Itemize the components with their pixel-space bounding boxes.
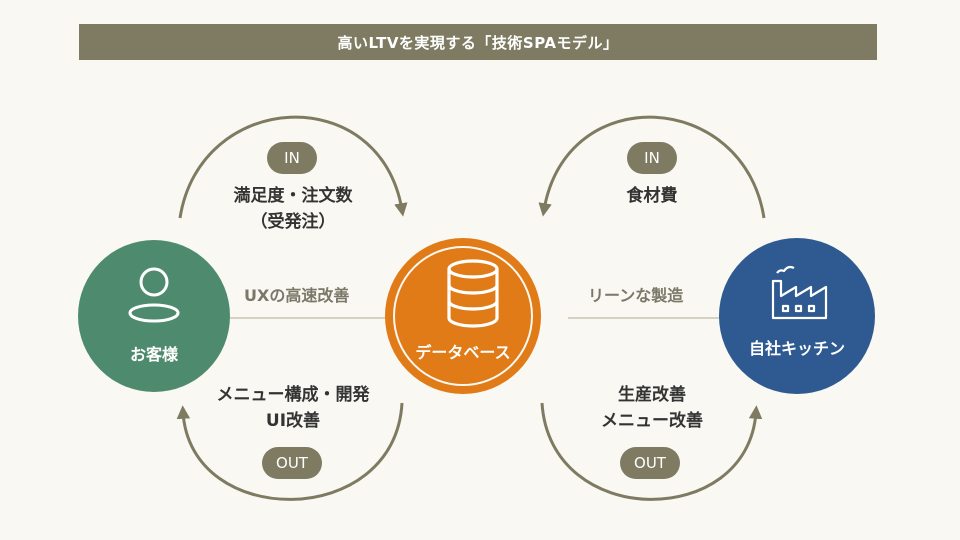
left-out-line-1: メニュー構成・開発 xyxy=(216,385,370,405)
right-in-label: 食材費 xyxy=(592,183,712,209)
arrow-right-out xyxy=(540,402,763,501)
kitchen-node-circle xyxy=(719,238,875,394)
left-in-line-1: 満足度・注文数 xyxy=(233,186,353,206)
left-in-label: 満足度・注文数 （受発注） xyxy=(204,183,382,235)
customer-node: お客様 xyxy=(78,240,230,392)
right-in-pill: IN xyxy=(627,142,677,174)
right-out-label: 生産改善 メニュー改善 xyxy=(572,382,732,434)
kitchen-node: 自社キッチン xyxy=(719,238,875,394)
user-icon xyxy=(128,267,180,323)
database-label: データベース xyxy=(415,343,511,362)
arrow-left-in xyxy=(178,115,408,219)
database-node-circle xyxy=(385,238,541,394)
kitchen-label: 自社キッチン xyxy=(748,339,845,358)
customer-node-circle xyxy=(78,240,230,392)
arrow-left-out xyxy=(176,402,404,501)
left-out-line-2: UI改善 xyxy=(265,411,321,431)
right-out-line-2: メニュー改善 xyxy=(601,411,703,431)
left-in-line-2: （受発注） xyxy=(250,212,336,232)
database-node: データベース xyxy=(385,238,541,394)
left-out-pill: OUT xyxy=(262,447,322,479)
right-in-line-1: 食材費 xyxy=(626,186,678,206)
diagram-title: 高いLTVを実現する「技術SPAモデル」 xyxy=(79,24,877,60)
arrow-right-in xyxy=(538,115,766,219)
database-icon xyxy=(447,259,499,328)
link-label-right: リーンな製造 xyxy=(584,282,688,306)
left-out-label: メニュー構成・開発 UI改善 xyxy=(191,382,395,434)
right-out-line-1: 生産改善 xyxy=(618,385,686,405)
factory-icon xyxy=(771,265,828,320)
left-in-pill: IN xyxy=(267,142,317,174)
customer-label: お客様 xyxy=(129,345,178,364)
link-label-left: UXの高速改善 xyxy=(240,282,354,306)
right-out-pill: OUT xyxy=(620,447,680,479)
database-node-ring xyxy=(393,246,533,386)
